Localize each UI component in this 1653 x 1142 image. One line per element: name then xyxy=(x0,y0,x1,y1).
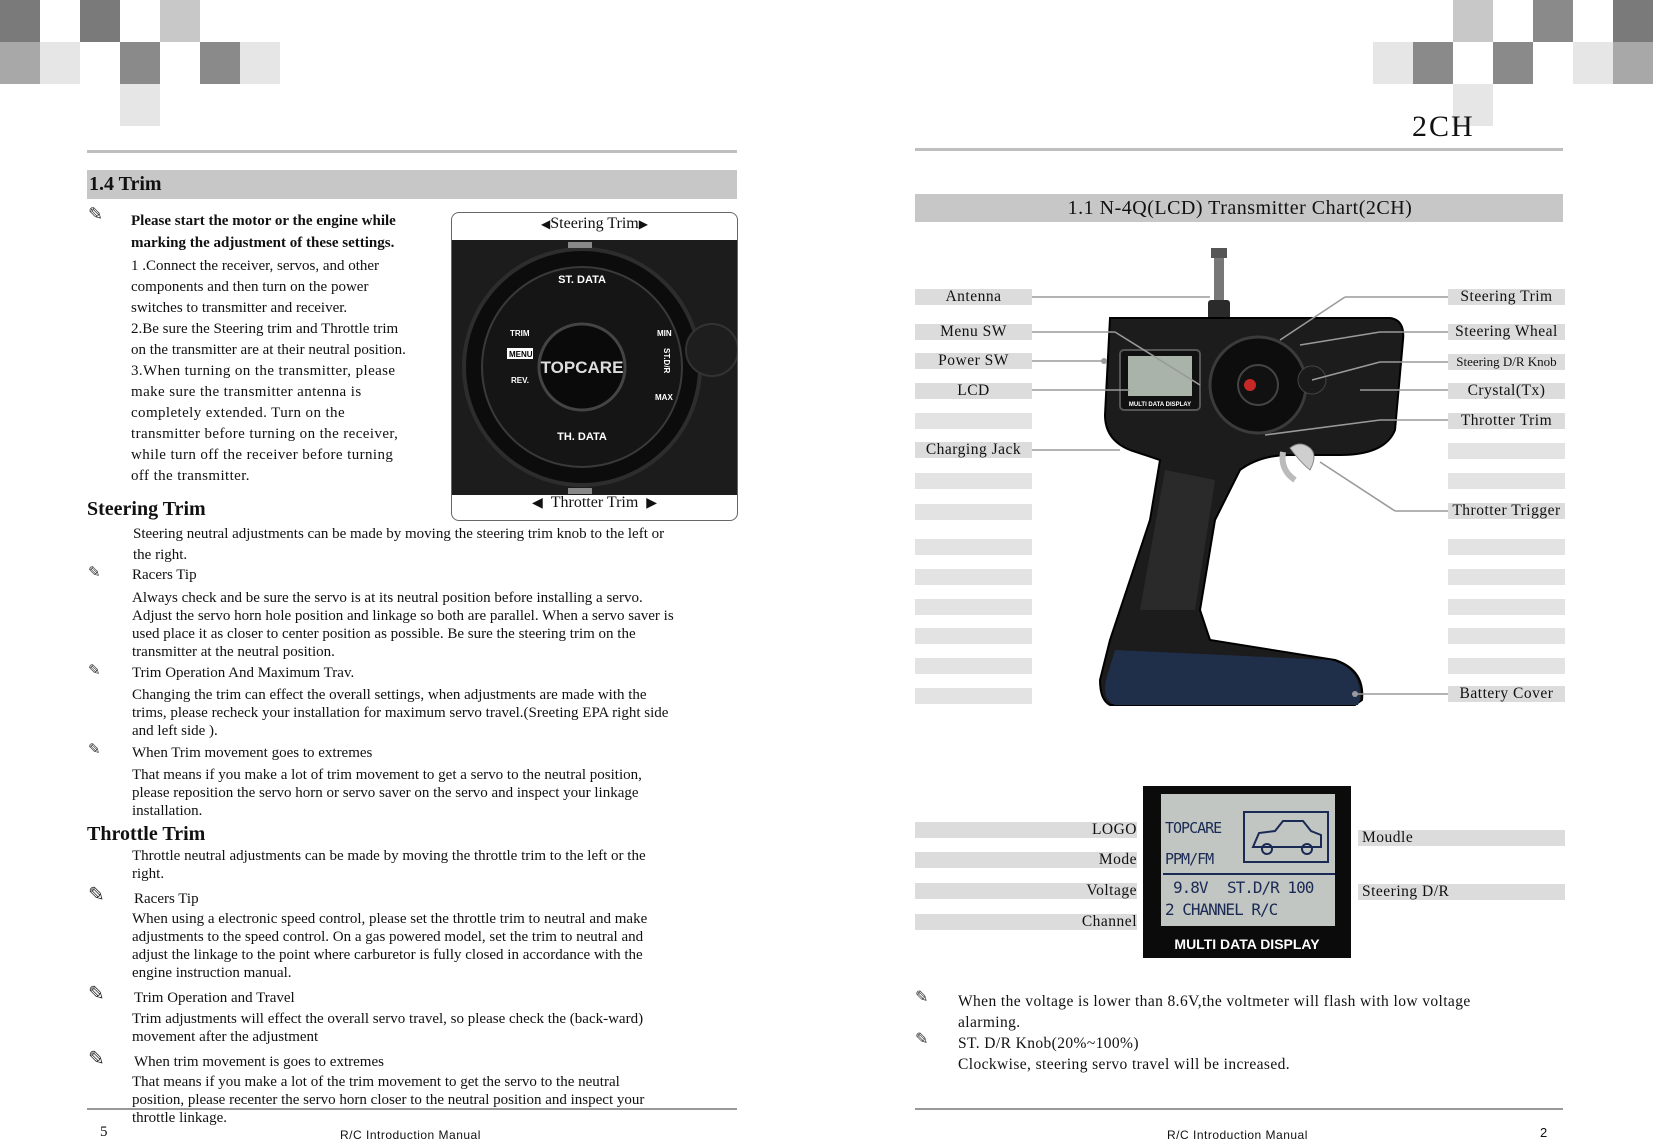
label-placeholder xyxy=(1448,658,1565,674)
label-placeholder xyxy=(915,658,1032,674)
top-rule-right xyxy=(915,148,1563,151)
lcd-channel: 2 CHANNEL R/C xyxy=(1165,900,1278,919)
warning-text: Please start the motor or the engine whi… xyxy=(131,213,396,251)
lcd-voltage: 9.8V xyxy=(1173,878,1209,897)
svg-text:MIN: MIN xyxy=(657,329,672,338)
transmitter-dial-photo: ST. DATA TH. DATA TRIM MENU REV. MIN MAX… xyxy=(452,240,737,495)
lcd-label-logo: LOGO xyxy=(915,822,1137,838)
pencil-icon: ✎ xyxy=(88,742,101,758)
label-lcd: LCD xyxy=(915,383,1032,399)
bottom-rule-left xyxy=(87,1108,737,1110)
pencil-icon: ✎ xyxy=(915,989,929,1006)
label-placeholder xyxy=(915,539,1032,555)
label-placeholder xyxy=(915,413,1032,429)
lcd-logo: TOPCARE xyxy=(1165,819,1222,837)
pencil-icon: ✎ xyxy=(915,1031,929,1048)
label-battery-cover: Battery Cover xyxy=(1448,686,1565,702)
svg-text:ST. DATA: ST. DATA xyxy=(558,274,606,286)
label-menu-sw: Menu SW xyxy=(915,324,1032,340)
corner-label-2ch: 2CH xyxy=(1412,110,1475,143)
note-voltage: When the voltage is lower than 8.6V,the … xyxy=(958,993,1471,1031)
tip3-title: When Trim movement goes to extremes xyxy=(132,745,373,761)
label-charging-jack: Charging Jack xyxy=(915,442,1032,458)
steering-trim-caption: ◀Steering Trim▶ xyxy=(541,215,648,232)
svg-text:TRIM: TRIM xyxy=(510,329,530,338)
label-placeholder xyxy=(1448,569,1565,585)
svg-text:TH. DATA: TH. DATA xyxy=(557,431,607,443)
tip6-text: That means if you make a lot of the trim… xyxy=(132,1074,645,1126)
lcd-label-moudle: Moudle xyxy=(1358,830,1565,846)
svg-text:TOPCARE: TOPCARE xyxy=(541,358,624,377)
lcd-mode: PPM/FM xyxy=(1165,850,1214,868)
steering-trim-heading: Steering Trim xyxy=(87,498,206,520)
section-title-trim: 1.4 Trim xyxy=(87,170,737,199)
trim-photo-box: ◀Steering Trim▶ ST. DATA TH. DATA TRIM M… xyxy=(451,212,738,521)
pencil-icon: ✎ xyxy=(88,1048,105,1070)
note-stdr: ST. D/R Knob(20%~100%) Clockwise, steeri… xyxy=(958,1035,1291,1073)
tip4-text: When using a electronic speed control, p… xyxy=(132,911,648,981)
throttle-trim-text: Throttle neutral adjustments can be made… xyxy=(132,848,646,882)
lcd-label-mode: Mode xyxy=(915,852,1137,868)
svg-text:MAX: MAX xyxy=(655,393,673,402)
label-steering-dr-knob: Steering D/R Knob xyxy=(1448,354,1565,370)
pencil-icon: ✎ xyxy=(88,663,101,679)
label-placeholder xyxy=(1448,443,1565,459)
label-placeholder xyxy=(915,569,1032,585)
label-crystal: Crystal(Tx) xyxy=(1448,383,1565,399)
svg-text:REV.: REV. xyxy=(511,376,529,385)
tip5-text: Trim adjustments will effect the overall… xyxy=(132,1011,644,1045)
throtter-trim-caption: ◀ Throtter Trim ▶ xyxy=(531,494,658,511)
tip1-text: Always check and be sure the servo is at… xyxy=(132,590,674,660)
lcd-car-icon xyxy=(1243,811,1329,863)
pencil-icon: ✎ xyxy=(88,884,105,906)
lcd-label-steering-dr: Steering D/R xyxy=(1358,884,1565,900)
label-placeholder xyxy=(915,688,1032,704)
section-title-chart: 1.1 N-4Q(LCD) Transmitter Chart(2CH) xyxy=(915,194,1563,222)
lcd-label-voltage: Voltage xyxy=(915,883,1137,899)
tip6-title: When trim movement is goes to extremes xyxy=(134,1054,384,1070)
label-placeholder xyxy=(1448,473,1565,489)
label-placeholder xyxy=(1448,628,1565,644)
label-steering-wheal: Steering Wheal xyxy=(1448,324,1565,340)
label-antenna: Antenna xyxy=(915,289,1032,305)
footer-right: R/C Introduction Manual xyxy=(1167,1128,1308,1142)
steering-trim-text: Steering neutral adjustments can be made… xyxy=(133,526,665,563)
bottom-rule-right xyxy=(915,1108,1563,1110)
tip3-text: That means if you make a lot of trim mov… xyxy=(132,767,642,819)
lcd-label-channel: Channel xyxy=(915,914,1137,930)
label-power-sw: Power SW xyxy=(915,353,1032,369)
label-placeholder xyxy=(1448,599,1565,615)
tip2-title: Trim Operation And Maximum Trav. xyxy=(132,665,355,681)
svg-text:MULTI DATA DISPLAY: MULTI DATA DISPLAY xyxy=(1129,402,1191,408)
label-placeholder xyxy=(915,628,1032,644)
footer-left: R/C Introduction Manual xyxy=(340,1128,481,1142)
lcd-footer: MULTI DATA DISPLAY xyxy=(1174,936,1320,952)
tip5-title: Trim Operation and Travel xyxy=(134,990,295,1006)
top-rule-left xyxy=(87,150,737,153)
label-placeholder xyxy=(1448,539,1565,555)
lcd-display-detail: TOPCARE PPM/FM 9.8V ST.D/R 100 2 CHANNEL… xyxy=(1143,786,1351,958)
tip2-text: Changing the trim can effect the overall… xyxy=(132,687,669,739)
setup-steps: 1 .Connect the receiver, servos, and oth… xyxy=(131,258,406,484)
label-placeholder xyxy=(915,599,1032,615)
label-placeholder xyxy=(915,504,1032,520)
pencil-icon: ✎ xyxy=(88,204,104,224)
svg-text:MENU: MENU xyxy=(509,350,533,359)
pencil-icon: ✎ xyxy=(88,983,105,1005)
label-throtter-trim: Throtter Trim xyxy=(1448,413,1565,429)
lcd-stdr: ST.D/R 100 xyxy=(1227,878,1314,897)
label-placeholder xyxy=(915,473,1032,489)
tip1-title: Racers Tip xyxy=(132,567,197,583)
throttle-trim-heading: Throttle Trim xyxy=(87,823,206,845)
label-throtter-trigger: Throtter Trigger xyxy=(1448,503,1565,519)
page-number-right: 2 xyxy=(1540,1125,1548,1140)
tip4-title: Racers Tip xyxy=(134,891,199,907)
pencil-icon: ✎ xyxy=(88,565,101,581)
page-number-left: 5 xyxy=(100,1124,108,1140)
svg-text:ST.D/R: ST.D/R xyxy=(662,348,671,374)
label-steering-trim: Steering Trim xyxy=(1448,289,1565,305)
